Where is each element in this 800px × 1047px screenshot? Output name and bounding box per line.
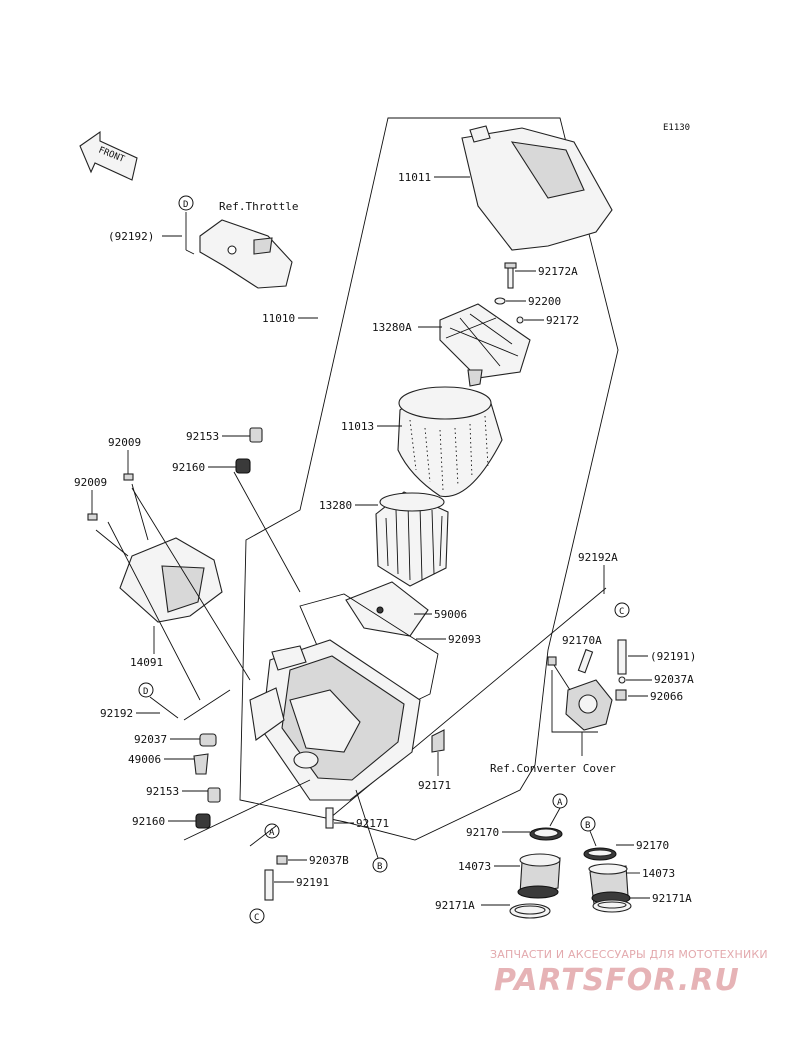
assembly-frame: [239, 117, 619, 841]
plug-92171-mid: [325, 807, 334, 829]
marker-a-left: [264, 823, 280, 839]
screw-92009-a: [123, 473, 134, 481]
part-label-92160-bottom: 92160: [132, 815, 165, 828]
part-label-92172a: 92172A: [538, 265, 578, 278]
bolt-92153-bottom: [207, 787, 221, 803]
marker-a-right-label: A: [557, 798, 563, 808]
part-label-59006: 59006: [434, 608, 467, 621]
air-box-housing: [249, 639, 421, 801]
clip-92037a: [618, 676, 626, 684]
part-label-92191: 92191: [296, 876, 329, 889]
part-label-92037: 92037: [134, 733, 167, 746]
duct-14091: [119, 537, 223, 623]
part-label-11010: 11010: [262, 312, 295, 325]
fitting-92066: [615, 689, 627, 701]
converter-cover-part: [547, 656, 613, 731]
clamp-92037: [199, 733, 217, 747]
part-label-92066: 92066: [650, 690, 683, 703]
part-label-92153-top: 92153: [186, 430, 219, 443]
part-label-14091: 14091: [130, 656, 163, 669]
screw-92172: [516, 316, 524, 324]
filter-frame-13280a: [439, 303, 531, 387]
joint-14073-right: [588, 863, 631, 905]
marker-c-bottom-label: C: [254, 913, 259, 923]
part-label-92200: 92200: [528, 295, 561, 308]
ref-throttle-label: Ref.Throttle: [219, 200, 298, 213]
part-label-92192: 92192: [100, 707, 133, 720]
marker-b-right: [580, 816, 596, 832]
hose-92191: [264, 869, 274, 901]
washer-92200: [494, 297, 506, 305]
throttle-reference: Ref.Throttle: [185, 200, 298, 289]
part-label-13280: 13280: [319, 499, 352, 512]
part-label-92160-top: 92160: [172, 461, 205, 474]
clamp-92170-left: [529, 827, 563, 841]
part-label-92170-right: 92170: [636, 839, 669, 852]
check-valve-49006: [193, 753, 209, 775]
part-label-92171a-left: 92171A: [435, 899, 475, 912]
part-label-14073-left: 14073: [458, 860, 491, 873]
diagram-code: E1130: [663, 123, 690, 133]
part-label-92170a: 92170A: [562, 634, 602, 647]
bolt-92153-top: [249, 427, 263, 443]
part-label-92192-ref: (92192): [108, 230, 154, 243]
watermark-brand: PARTSFOR.RU: [494, 963, 740, 998]
marker-c-right: [614, 602, 630, 618]
hose-92191-ref: [617, 639, 627, 675]
marker-b-mid-label: B: [377, 862, 382, 872]
watermark-tagline: ЗАПЧАСТИ И АКСЕССУАРЫ ДЛЯ МОТОТЕХНИКИ: [490, 948, 768, 961]
marker-d-top: [178, 195, 194, 211]
ref-converter-cover-label: Ref.Converter Cover: [490, 762, 616, 775]
part-label-92009-b: 92009: [74, 476, 107, 489]
marker-c-bottom: [249, 908, 265, 924]
clip-92171-right: [431, 729, 445, 753]
part-label-92153-bottom: 92153: [146, 785, 179, 798]
part-label-11013: 11013: [341, 420, 374, 433]
clamp-92171a-left: [509, 903, 551, 919]
part-label-92037b: 92037B: [309, 854, 349, 867]
band-92170a: [577, 648, 594, 674]
part-label-49006: 49006: [128, 753, 161, 766]
part-label-92009-a: 92009: [108, 436, 141, 449]
marker-d-top-label: D: [183, 200, 188, 210]
part-label-92192a: 92192A: [578, 551, 618, 564]
clamp-92170-right: [583, 847, 617, 861]
grommet-92160-bottom: [195, 813, 211, 829]
grommet-92160-top: [235, 458, 251, 474]
clamp-92037b: [276, 855, 288, 865]
marker-c-right-label: C: [619, 607, 624, 617]
bolt-92172a: [504, 262, 517, 289]
part-label-92037a: 92037A: [654, 673, 694, 686]
part-label-92171a-right: 92171A: [652, 892, 692, 905]
marker-b-mid: [372, 857, 388, 873]
front-arrow-icon: FRONT: [79, 130, 138, 181]
part-label-92172: 92172: [546, 314, 579, 327]
part-label-11011: 11011: [398, 171, 431, 184]
foam-filter-11013: [397, 386, 503, 498]
screw-92009-b: [87, 513, 98, 521]
joint-14073-left: [517, 853, 561, 899]
part-label-92171-right: 92171: [418, 779, 451, 792]
part-label-92191-ref: (92191): [650, 650, 696, 663]
part-label-14073-right: 14073: [642, 867, 675, 880]
filter-cage-13280: [375, 491, 449, 587]
part-label-92093: 92093: [448, 633, 481, 646]
part-label-92171-mid: 92171: [356, 817, 389, 830]
gasket-59006: [345, 581, 429, 637]
marker-a-left-label: A: [269, 828, 275, 838]
air-cleaner-cover: [461, 125, 613, 251]
part-label-13280a: 13280A: [372, 321, 412, 334]
marker-d-bottom: [138, 682, 154, 698]
part-label-92170-left: 92170: [466, 826, 499, 839]
marker-b-right-label: B: [585, 821, 590, 831]
clamp-92171a-right: [592, 899, 632, 913]
marker-d-bottom-label: D: [143, 687, 148, 697]
